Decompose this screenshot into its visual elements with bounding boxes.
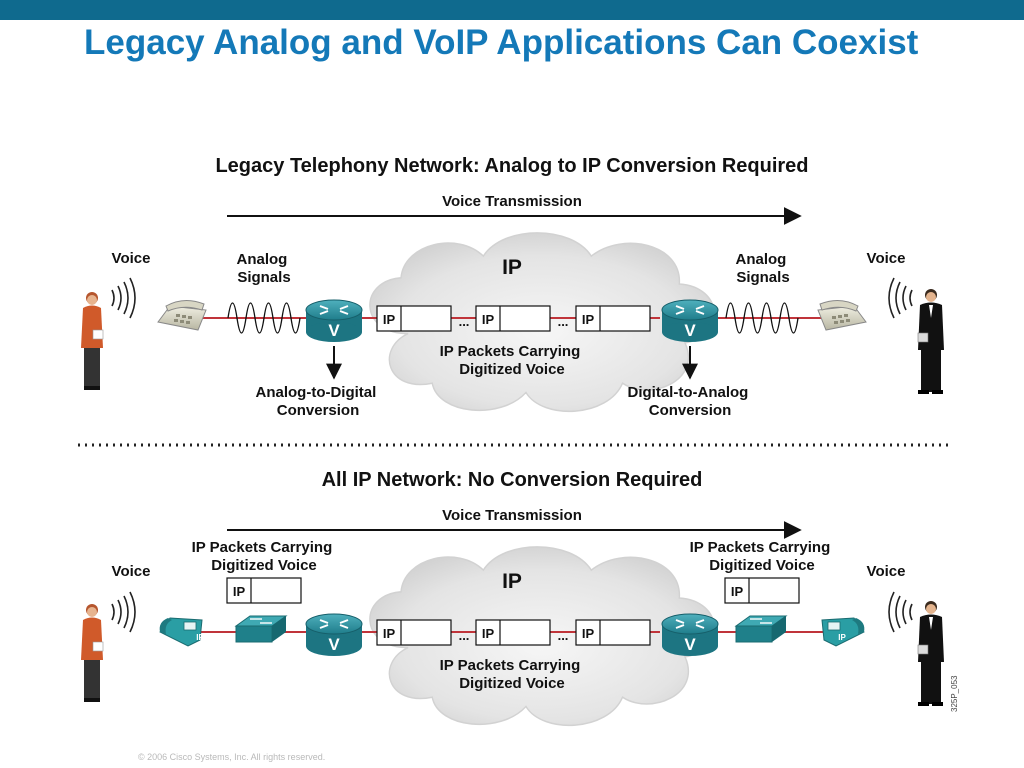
analog-to-digital-label: Analog-to-Digital Conversion xyxy=(256,384,381,419)
packet-header-label: IP xyxy=(482,626,495,641)
packets-caption: IP Packets Carrying Digitized Voice xyxy=(440,343,585,378)
man-icon xyxy=(917,600,945,707)
packet-ellipsis: ... xyxy=(459,628,470,643)
voice-router-icon xyxy=(661,299,719,343)
voice-router-icon xyxy=(305,299,363,343)
voice-label-left: Voice xyxy=(112,563,151,580)
sound-waves-icon xyxy=(888,591,913,633)
edge-packets-label-left: IP Packets Carrying Digitized Voice xyxy=(192,539,337,574)
woman-icon xyxy=(80,603,104,703)
packet-ellipsis: ... xyxy=(558,314,569,329)
man-icon xyxy=(917,288,945,395)
packet-header-label: IP xyxy=(582,312,595,327)
voice-label-left: Voice xyxy=(112,250,151,267)
ip-phone-tag-right: IP xyxy=(838,633,846,642)
voice-label-right: Voice xyxy=(867,563,906,580)
voice-transmission-label: Voice Transmission xyxy=(442,193,582,210)
packets-caption: IP Packets Carrying Digitized Voice xyxy=(440,657,585,692)
packet-ellipsis: ... xyxy=(558,628,569,643)
slide-title: Legacy Analog and VoIP Applications Can … xyxy=(84,23,919,62)
voice-transmission-label: Voice Transmission xyxy=(442,507,582,524)
voice-router-icon xyxy=(661,613,719,657)
copyright-footer: © 2006 Cisco Systems, Inc. All rights re… xyxy=(138,752,326,762)
switch-icon xyxy=(735,615,787,643)
digital-to-analog-label: Digital-to-Analog Conversion xyxy=(628,384,753,419)
edge-packets-label-right: IP Packets Carrying Digitized Voice xyxy=(690,539,835,574)
edge-packet-left: IP xyxy=(226,577,302,604)
all-ip-panel-heading: All IP Network: No Conversion Required xyxy=(322,469,703,491)
analog-signals-label-right: Analog Signals xyxy=(735,251,790,286)
woman-icon xyxy=(80,291,104,391)
edge-packet-right: IP xyxy=(724,577,800,604)
voice-router-icon xyxy=(305,613,363,657)
top-bar xyxy=(0,0,1024,20)
packet-strip: IP ... IP ... IP xyxy=(376,619,651,646)
cloud-label: IP xyxy=(502,256,522,279)
packet-ellipsis: ... xyxy=(459,314,470,329)
figure-id: 325P_053 xyxy=(950,675,959,712)
switch-icon xyxy=(235,615,287,643)
packet-header-label: IP xyxy=(233,584,246,599)
cloud-label: IP xyxy=(502,570,522,593)
legacy-panel-heading: Legacy Telephony Network: Analog to IP C… xyxy=(215,155,808,177)
packet-header-label: IP xyxy=(383,312,396,327)
packet-strip: IP ... IP ... IP xyxy=(376,305,651,332)
packet-header-label: IP xyxy=(482,312,495,327)
packet-header-label: IP xyxy=(731,584,744,599)
sound-waves-icon xyxy=(111,591,136,633)
packet-header-label: IP xyxy=(383,626,396,641)
voice-label-right: Voice xyxy=(867,250,906,267)
analog-phone-icon xyxy=(157,299,207,331)
sound-waves-icon xyxy=(888,277,913,319)
analog-signals-label-left: Analog Signals xyxy=(236,251,291,286)
packet-header-label: IP xyxy=(582,626,595,641)
sound-waves-icon xyxy=(111,277,136,319)
ip-phone-tag-left: IP xyxy=(196,633,204,642)
analog-phone-icon xyxy=(817,299,867,331)
